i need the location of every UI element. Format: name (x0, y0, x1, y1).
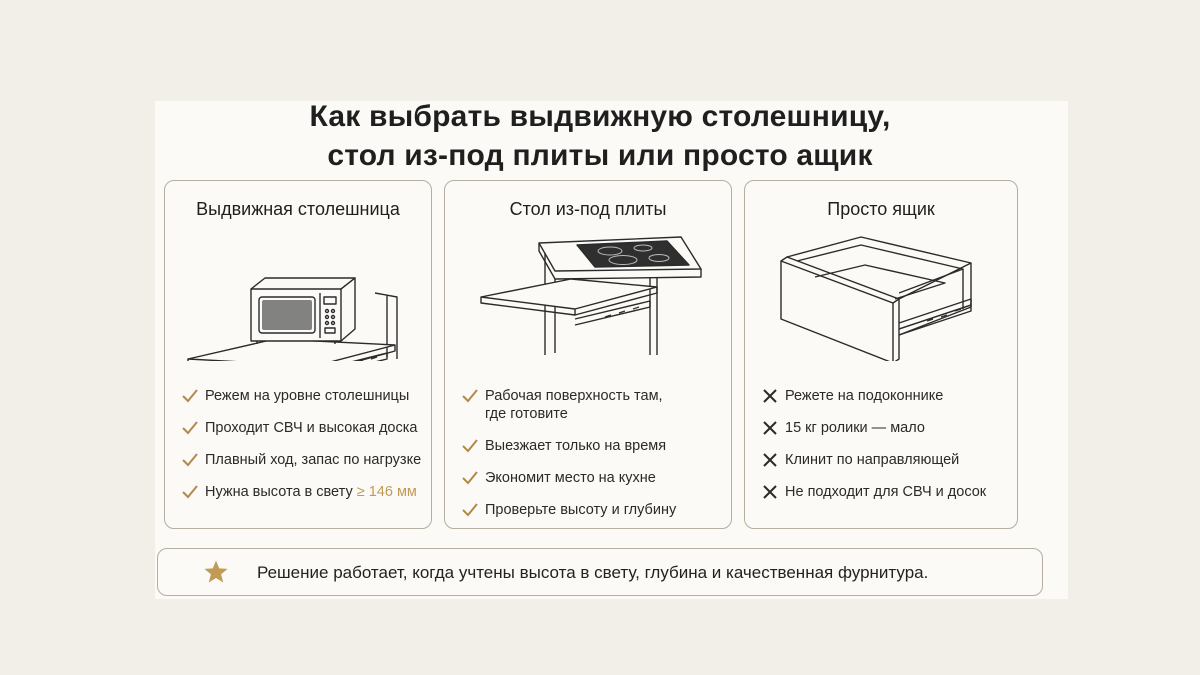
list-item: Не подходит для СВЧ и досок (761, 483, 1009, 501)
list-item: Клинит по направляющей (761, 451, 1009, 469)
list-item-text: Выезжает только на время (485, 438, 667, 454)
list-item: Выезжает только на время (461, 437, 723, 455)
check-icon (462, 503, 478, 517)
list-item-text-line-2: где готовите (485, 406, 568, 422)
feature-list: Рабочая поверхность там, где готовите Вы… (461, 387, 723, 519)
feature-list: Режем на уровне столешницы Проходит СВЧ … (181, 387, 423, 501)
card-simple-drawer: Просто ящик Режете на подоконнике (744, 180, 1018, 529)
list-item-text: Режем на уровне столешницы (205, 388, 410, 404)
height-requirement-value: ≥ 146 мм (356, 484, 417, 500)
drawbacks-list: Режете на подоконнике 15 кг ролики — мал… (761, 387, 1009, 501)
list-item: 15 кг ролики — мало (761, 419, 1009, 437)
cross-icon (763, 453, 777, 467)
page-title-line-1: Как выбрать выдвижную столешницу, (309, 100, 891, 133)
cooktop-with-pullout-table-illustration (480, 236, 702, 355)
list-item: Проверьте высоту и глубину (461, 501, 723, 519)
check-icon (182, 453, 198, 467)
list-item-text: Рабочая поверхность там, (485, 388, 663, 404)
list-item: Экономит место на кухне (461, 469, 723, 487)
check-icon (182, 389, 198, 403)
card-heading: Стол из-под плиты (509, 199, 667, 219)
list-item-text: Режете на подоконнике (785, 388, 944, 404)
list-item-text: Проверьте высоту и глубину (485, 502, 677, 518)
page-title-line-2: стол из-под плиты или просто ащик (327, 139, 873, 172)
cross-icon (763, 485, 777, 499)
check-icon (462, 439, 478, 453)
list-item-text: 15 кг ролики — мало (785, 420, 925, 436)
cross-icon (763, 389, 777, 403)
list-item: Плавный ход, запас по нагрузке (181, 451, 423, 469)
check-icon (462, 389, 478, 403)
list-item-text: Нужна высота в свету (205, 484, 357, 500)
card-pullout-countertop: Выдвижная столешница (164, 180, 432, 529)
list-item-text: Проходит СВЧ и высокая доска (205, 420, 418, 436)
card-heading: Просто ящик (827, 199, 935, 219)
cross-icon (763, 421, 777, 435)
check-icon (462, 471, 478, 485)
microwave-on-pullout-shelf-illustration (187, 277, 398, 361)
card-heading: Выдвижная столешница (196, 199, 400, 219)
list-item-text: Экономит место на кухне (485, 470, 656, 486)
card-table-under-stove: Стол из-под плиты (444, 180, 732, 529)
list-item: Режем на уровне столешницы (181, 387, 423, 405)
list-item-text: Не подходит для СВЧ и досок (785, 484, 987, 500)
list-item: Рабочая поверхность там, где готовите (461, 387, 723, 423)
list-item: Режете на подоконнике (761, 387, 1009, 405)
check-icon (182, 421, 198, 435)
list-item: Нужна высота в свету ≥ 146 мм (181, 483, 423, 501)
list-item-text: Плавный ход, запас по нагрузке (205, 452, 422, 468)
check-icon (182, 485, 198, 499)
star-icon (204, 560, 228, 583)
list-item: Проходит СВЧ и высокая доска (181, 419, 423, 437)
list-item-text: Клинит по направляющей (785, 452, 960, 468)
open-drawer-illustration (780, 236, 972, 361)
summary-bar: Решение работает, когда учтены высота в … (157, 548, 1043, 596)
summary-text: Решение работает, когда учтены высота в … (257, 563, 929, 582)
